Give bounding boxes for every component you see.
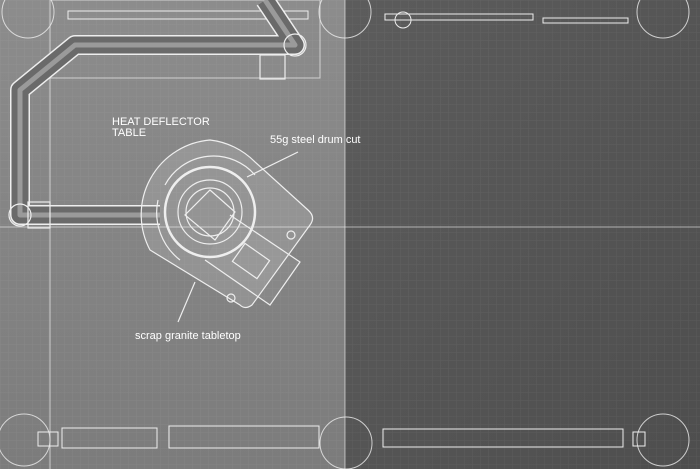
drawing-title: HEAT DEFLECTOR TABLE xyxy=(112,116,210,139)
granite-label: scrap granite tabletop xyxy=(135,330,241,342)
heat-deflector-table xyxy=(140,139,314,323)
drum-label: 55g steel drum cut xyxy=(270,134,361,146)
exhaust-pipe xyxy=(10,0,305,225)
